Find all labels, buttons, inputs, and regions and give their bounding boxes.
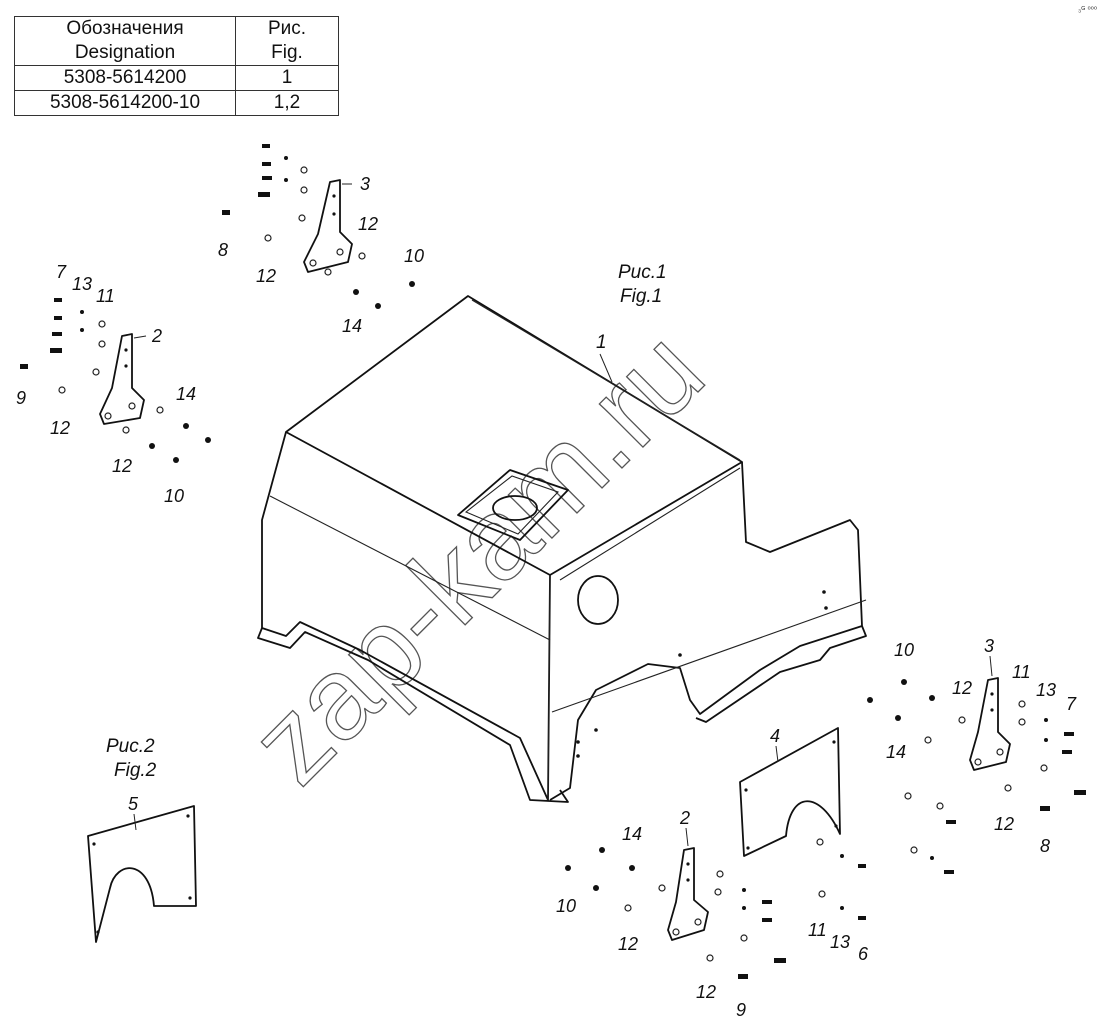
fig2-title-en: Fig.2 <box>114 760 157 781</box>
row-fig: 1,2 <box>235 90 339 116</box>
header-fig-ru: Рис. <box>267 18 307 39</box>
callout-14: 14 <box>622 824 642 844</box>
callout-13: 13 <box>830 932 850 952</box>
callout-12: 12 <box>618 934 638 954</box>
table-row: 5308-5614200-10 1,2 <box>14 90 339 116</box>
header-designation-en: Designation <box>74 42 176 63</box>
callout-9: 9 <box>736 1000 746 1020</box>
callout-7: 7 <box>56 262 67 282</box>
callout-8: 8 <box>1040 836 1050 856</box>
callout-10: 10 <box>404 246 424 266</box>
header-designation: Обозначения Designation <box>14 16 236 66</box>
callout-12: 12 <box>256 266 276 286</box>
callout-11: 11 <box>808 920 827 940</box>
callout-14: 14 <box>886 742 906 762</box>
callout-7: 7 <box>1066 694 1077 714</box>
row-designation: 5308-5614200 <box>14 65 236 91</box>
callout-8: 8 <box>218 240 228 260</box>
callout-4: 4 <box>770 726 780 746</box>
callout-6: 6 <box>858 944 869 964</box>
cover-plate-4: 4 <box>739 726 841 857</box>
fig1-title-ru: Рис.1 <box>618 262 667 283</box>
cover-plate-5: Рис.2 Fig.2 5 <box>87 736 197 943</box>
callout-9: 9 <box>16 388 26 408</box>
bracket-2-bottom-group: 2 14 10 12 12 9 11 13 6 <box>556 808 869 1020</box>
header-fig-en: Fig. <box>271 42 303 63</box>
engine-hood <box>257 295 867 803</box>
callout-12: 12 <box>952 678 972 698</box>
callout-1: 1 <box>596 332 607 353</box>
callout-10: 10 <box>556 896 576 916</box>
callout-13: 13 <box>1036 680 1056 700</box>
callout-3: 3 <box>984 636 994 656</box>
callout-2: 2 <box>151 326 162 346</box>
watermark: zap-kam.ru <box>226 306 728 808</box>
designation-table: Обозначения Designation Рис. Fig. 5308-5… <box>14 16 339 116</box>
callout-3: 3 <box>360 174 370 194</box>
callout-10: 10 <box>164 486 184 506</box>
callout-14: 14 <box>342 316 362 336</box>
callout-11: 11 <box>1012 662 1031 682</box>
callout-5: 5 <box>128 794 139 814</box>
callout-13: 13 <box>72 274 92 294</box>
callout-2: 2 <box>679 808 690 828</box>
fig2-title-ru: Рис.2 <box>106 736 155 757</box>
bracket-3-right-group: 3 10 12 11 13 7 14 12 8 <box>867 636 1086 874</box>
fig1-title-en: Fig.1 <box>620 286 662 307</box>
header-fig: Рис. Fig. <box>235 16 339 66</box>
callout-12: 12 <box>994 814 1014 834</box>
callout-12: 12 <box>358 214 378 234</box>
callout-12: 12 <box>50 418 70 438</box>
callout-14: 14 <box>176 384 196 404</box>
bracket-3-group: 3 8 12 12 10 14 <box>218 144 424 336</box>
header-designation-ru: Обозначения <box>66 18 184 39</box>
callout-10: 10 <box>894 640 914 660</box>
table-header-row: Обозначения Designation Рис. Fig. <box>14 16 339 66</box>
row-designation: 5308-5614200-10 <box>14 90 236 116</box>
callout-11: 11 <box>96 286 115 306</box>
corner-mark: ₃ᴳ ⁰⁰⁰ <box>1078 5 1097 14</box>
row-fig: 1 <box>235 65 339 91</box>
callout-12: 12 <box>112 456 132 476</box>
bracket-2-left-group: 2 7 13 11 9 12 12 14 10 <box>16 262 211 506</box>
table-row: 5308-5614200 1 <box>14 65 339 91</box>
callout-12: 12 <box>696 982 716 1002</box>
